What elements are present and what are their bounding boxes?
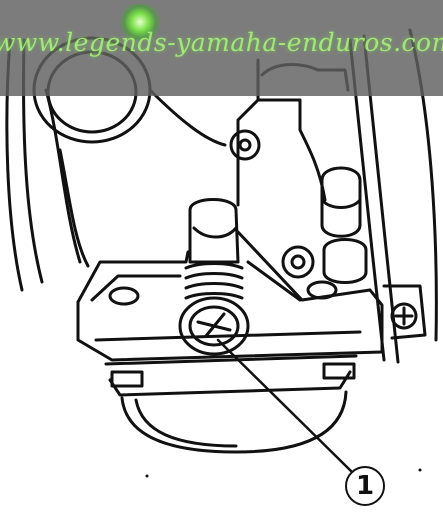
right-bracket [348,28,438,364]
callout-number: 1 [355,471,375,501]
callout-leader-line [216,338,354,474]
float-bowl [104,354,358,454]
watermark-glow [118,4,162,40]
watermark-banner [0,0,443,96]
float-chamber-flange [76,230,384,362]
idle-screw-assembly [178,198,250,356]
callout-marker: 1 [345,466,385,506]
right-adjusters [281,166,368,284]
watermark-text: www.legends-yamaha-enduros.com [0,28,443,57]
